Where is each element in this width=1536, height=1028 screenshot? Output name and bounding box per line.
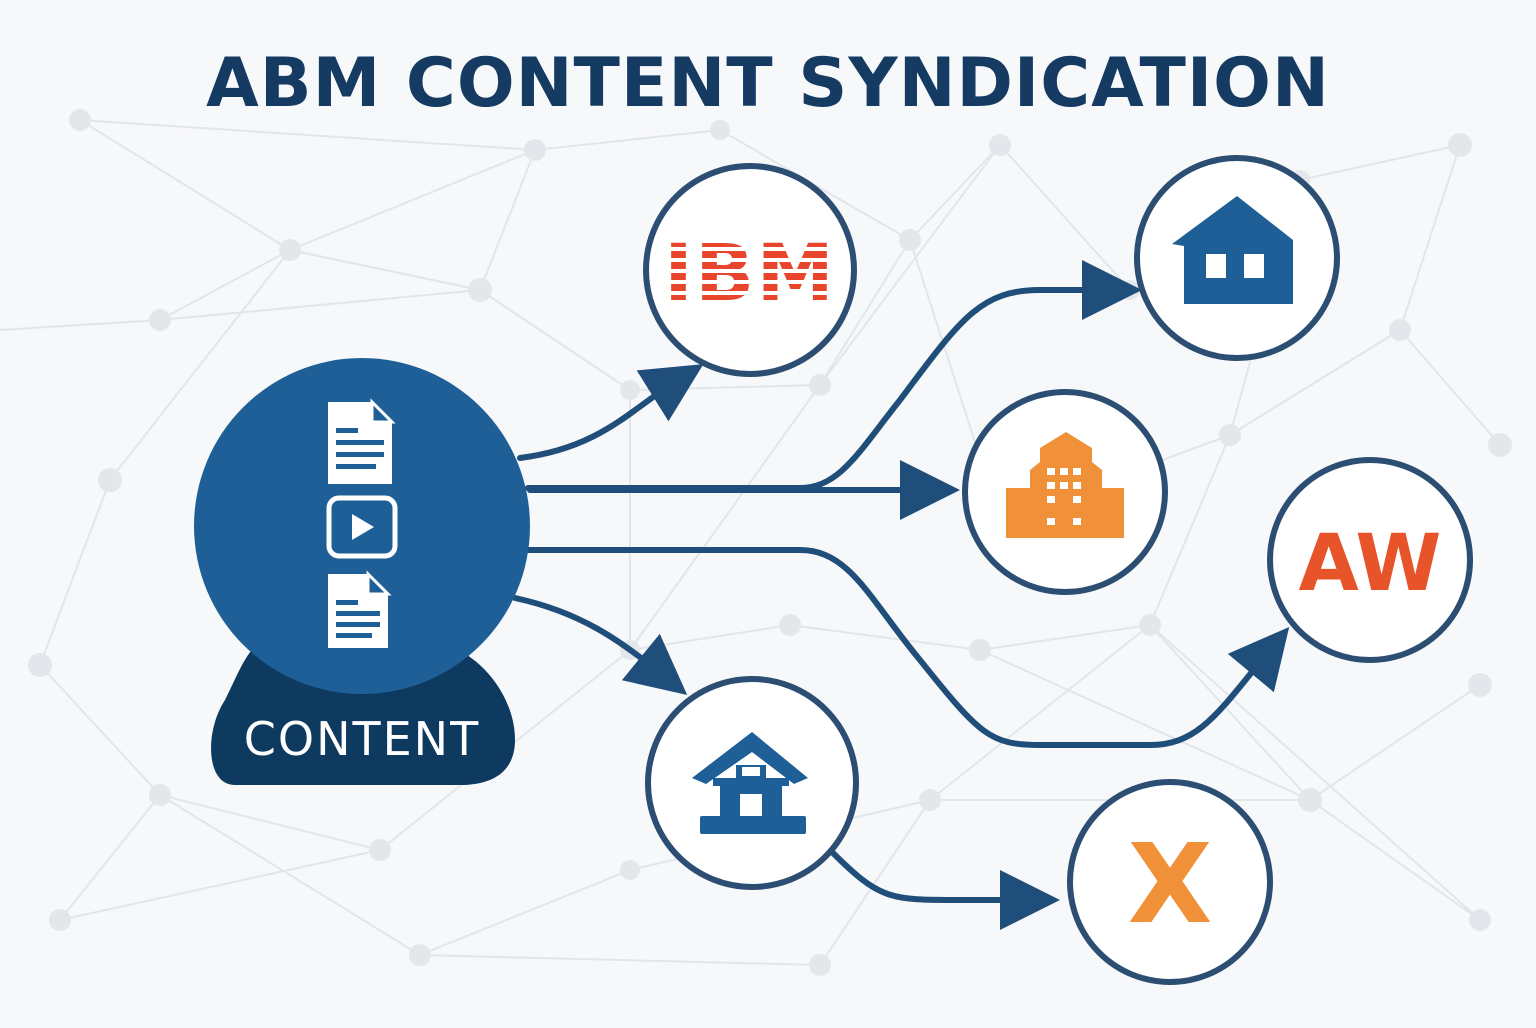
page-title: ABM CONTENT SYNDICATION (206, 44, 1330, 123)
video-play-icon (326, 495, 398, 559)
arrow-to-aw (525, 547, 1290, 748)
target-house[interactable] (1134, 155, 1340, 361)
arrow-to-ibm (517, 364, 704, 461)
svg-text:IBM: IBM (664, 229, 836, 319)
office-building-icon (1006, 432, 1124, 538)
target-ring (1267, 457, 1473, 663)
content-hub[interactable]: CONTENT (194, 358, 530, 785)
target-office-building[interactable] (962, 389, 1168, 595)
ibm-logo: IBM (664, 229, 836, 319)
document-icon (328, 398, 396, 484)
arrow-to-house (525, 260, 1142, 491)
arrow-bank-to-x (829, 849, 1060, 930)
x-logo: X (1128, 820, 1213, 948)
target-aw[interactable]: AW (1267, 457, 1473, 663)
document-icon (328, 570, 392, 648)
arrow-to-bank (512, 595, 688, 695)
target-ring (1067, 779, 1273, 985)
target-ibm[interactable]: IBM (643, 163, 857, 377)
target-x[interactable]: X (1067, 779, 1273, 985)
aw-logo: AW (1299, 519, 1442, 609)
connection-arrows (512, 260, 1290, 930)
bank-building-icon (692, 732, 808, 834)
hub-label: CONTENT (244, 712, 480, 766)
house-icon (1172, 196, 1293, 304)
target-bank[interactable] (645, 676, 859, 890)
